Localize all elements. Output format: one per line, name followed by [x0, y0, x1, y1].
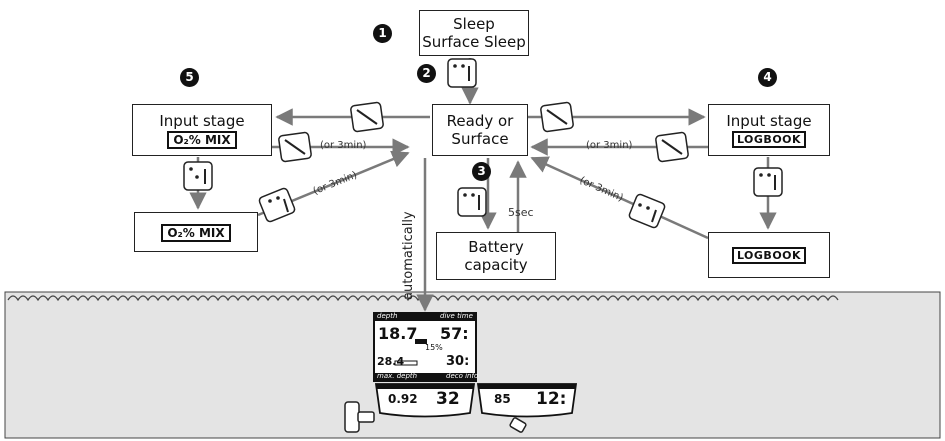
step-number-2: 2: [417, 64, 436, 83]
lcd-alt1-right: 32: [436, 389, 460, 409]
lcd-deco-value: 30:: [446, 354, 470, 369]
magnet-contact-icon: [457, 187, 487, 217]
magnet-contact-icon: [540, 101, 574, 133]
lcd-max-depth-label: max. depth: [377, 372, 418, 380]
lcd-alt2-right: 12:: [536, 389, 567, 409]
node-o2mix: O₂% MIX: [134, 212, 258, 252]
tank-valve-icon: [509, 417, 527, 433]
node-ready: Ready or Surface: [432, 104, 528, 156]
node-input-left: Input stage O₂% MIX: [132, 104, 272, 156]
node-logbook-tag: LOGBOOK: [731, 247, 807, 264]
lcd-alt2-left: 85: [494, 392, 511, 406]
lcd-percent-value: 15%: [425, 343, 443, 352]
node-input-right: Input stage LOGBOOK: [708, 104, 830, 156]
dive-display: [373, 312, 477, 382]
magnet-contact-icon: [628, 193, 666, 229]
step-number-5: 5: [180, 68, 199, 87]
magnet-contact-icon: [278, 131, 312, 163]
tank-valve-icon: [344, 401, 375, 433]
dive-display-alt-2: [476, 383, 578, 418]
magnet-contact-icon: [183, 161, 213, 191]
lcd-depth-value: 18.7: [378, 324, 418, 343]
step-number-3: 3: [472, 162, 491, 181]
node-ready-line2: Surface: [451, 130, 509, 148]
lcd-dive-time-label: dive time: [440, 312, 473, 320]
lcd-alt1-left: 0.92: [388, 392, 418, 406]
node-input-right-tag: LOGBOOK: [731, 131, 807, 148]
lcd-dive-time-value: 57:: [440, 324, 469, 343]
node-ready-line1: Ready or: [446, 112, 514, 130]
node-battery-line1: Battery: [468, 238, 524, 256]
label-5sec: 5sec: [508, 206, 534, 219]
node-input-right-title: Input stage: [726, 112, 812, 130]
label-or3min-right: (or 3min): [586, 140, 633, 151]
step-number-1: 1: [373, 24, 392, 43]
node-input-left-title: Input stage: [159, 111, 245, 130]
node-battery: Battery capacity: [436, 232, 556, 280]
label-or3min-left: (or 3min): [320, 140, 367, 151]
lcd-depth-label: depth: [377, 312, 398, 320]
magnet-contact-icon: [655, 131, 689, 163]
node-o2mix-tag: O₂% MIX: [161, 223, 231, 242]
arrow-logbook-to-ready: [530, 156, 709, 240]
node-sleep-line1: Sleep: [453, 15, 495, 33]
label-automatically: automatically: [401, 211, 416, 300]
node-logbook: LOGBOOK: [708, 232, 830, 278]
magnet-contact-icon: [447, 58, 477, 88]
lcd-max-depth-value: 28.4: [377, 355, 405, 368]
magnet-contact-icon: [350, 101, 384, 133]
dive-display-alt-1: [374, 383, 476, 418]
magnet-contact-icon: [258, 187, 296, 223]
magnet-contact-icon: [753, 167, 783, 197]
node-input-left-tag: O₂% MIX: [167, 130, 237, 149]
step-number-4: 4: [758, 68, 777, 87]
lcd-deco-info-label: deco info: [446, 372, 479, 380]
node-sleep: Sleep Surface Sleep: [419, 10, 529, 56]
node-battery-line2: capacity: [464, 256, 528, 274]
node-sleep-line2: Surface Sleep: [422, 33, 526, 51]
